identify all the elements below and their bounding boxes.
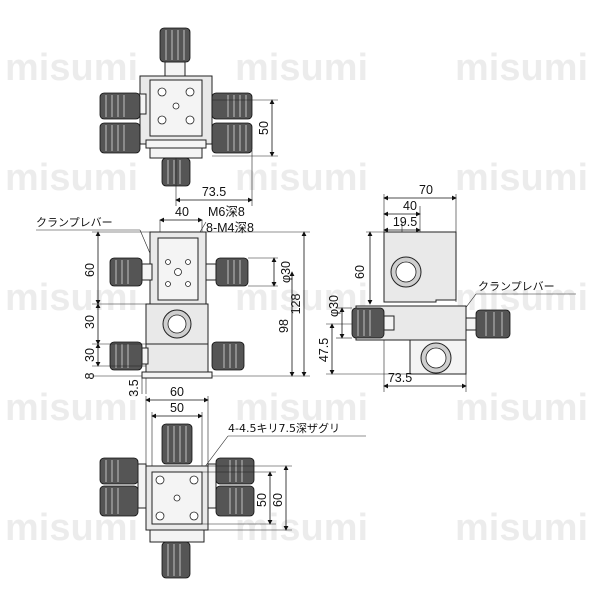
m4-tap-label: 8-M4深8 (206, 221, 254, 235)
dim-phi30-side-label: φ30 (327, 295, 341, 317)
watermark-text: misumi (455, 47, 588, 89)
watermark-text: misumi (235, 277, 368, 319)
dim-30-label: 30 (83, 315, 97, 329)
watermark-text: misumi (235, 157, 368, 199)
dim-r60-label: 60 (271, 493, 285, 507)
clamp-lever-label: クランプレバー (36, 216, 113, 229)
watermark-text: misumi (5, 387, 138, 429)
dim-128-label: 128 (289, 294, 303, 315)
dim-r50-label: 50 (255, 493, 269, 507)
bottom-right-lower-knob (215, 485, 255, 517)
watermark-text: misumi (235, 47, 368, 89)
dim-195-label: 19.5 (393, 215, 417, 229)
dim-70-label: 70 (419, 183, 433, 197)
side-left-knob (351, 307, 385, 339)
watermark-text: misumi (455, 387, 588, 429)
lower-stage-body (145, 343, 209, 373)
dim-735-side-label: 73.5 (388, 371, 412, 385)
bottom-view: 60 50 4-4.5キリ7.5深ザグリ (99, 385, 366, 579)
dim-40-side-label: 40 (403, 199, 417, 213)
front-left-upper-knob (109, 257, 143, 287)
top-view: 50 73.5 (99, 27, 278, 206)
dim-735-label: 73.5 (202, 185, 226, 199)
left-lower-knob (99, 122, 141, 154)
dim-50-bottom-label: 50 (170, 401, 184, 415)
right-lower-knob (211, 122, 253, 154)
watermark-text: misumi (5, 47, 138, 89)
left-upper-knob (99, 92, 141, 120)
top-micrometer-knob (159, 27, 191, 63)
side-clamp-lever-label: クランプレバー (478, 280, 555, 293)
side-right-knob (475, 309, 511, 339)
m6-tap-label: M6深8 (208, 205, 245, 219)
watermark-text: misumi (455, 507, 588, 549)
bottom-view-top-knob (161, 423, 193, 465)
dim-60-label: 60 (83, 263, 97, 277)
dim-475-label: 47.5 (317, 338, 331, 362)
dim-30b-label: 30 (83, 348, 97, 362)
hole-spec-label: 4-4.5キリ7.5深ザグリ (228, 421, 340, 435)
watermark-text: misumi (235, 507, 368, 549)
dim-60-bottom-label: 60 (170, 385, 184, 399)
dim-phi30-label: φ30 (279, 261, 293, 283)
front-right-upper-knob (215, 257, 249, 287)
bottom-right-upper-knob (215, 457, 255, 485)
watermark-text: misumi (235, 387, 368, 429)
front-right-lower-knob (211, 341, 245, 371)
front-view: クランプレバー 40 M6深8 8-M4深8 (36, 205, 310, 397)
dim-35-label: 3.5 (127, 379, 141, 396)
dim-40-label: 40 (175, 205, 189, 219)
dim-60-side-label: 60 (353, 265, 367, 279)
right-upper-knob (211, 92, 253, 120)
side-view: 70 40 19.5 60 クランプレバー φ30 (317, 183, 576, 392)
watermark-text: misumi (5, 157, 138, 199)
dim-98-label: 98 (277, 319, 291, 333)
watermark-layer: misumi misumi misumi misumi misumi misum… (5, 47, 588, 549)
dim-50-label: 50 (257, 121, 271, 135)
watermark-text: misumi (455, 157, 588, 199)
bottom-view-bottom-knob (161, 541, 191, 579)
dim-8-label: 8 (83, 372, 97, 379)
